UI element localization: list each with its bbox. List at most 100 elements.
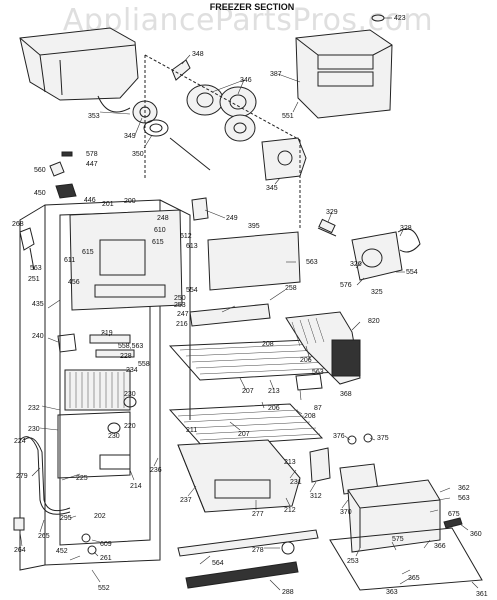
label-265[interactable]: 265 xyxy=(38,533,50,540)
label-216[interactable]: 216 xyxy=(176,321,188,328)
wire-harness-376[interactable] xyxy=(347,433,373,445)
label-348[interactable]: 348 xyxy=(192,51,204,58)
label-615-lower[interactable]: 615 xyxy=(82,249,94,256)
label-206-upper[interactable]: 206 xyxy=(300,357,312,364)
ice-bin-bracket-368[interactable] xyxy=(295,373,323,391)
label-201[interactable]: 201 xyxy=(102,201,114,208)
control-housing-361[interactable] xyxy=(329,479,483,591)
control-box-345[interactable] xyxy=(261,137,307,181)
slide-rail-288[interactable] xyxy=(177,529,319,589)
label-200[interactable]: 200 xyxy=(124,198,136,205)
plug-423[interactable] xyxy=(371,14,385,22)
heater-wire-258[interactable] xyxy=(189,303,271,327)
label-277[interactable]: 277 xyxy=(252,511,264,518)
label-365[interactable]: 365 xyxy=(408,575,420,582)
label-208-upper[interactable]: 208 xyxy=(262,341,274,348)
label-610[interactable]: 610 xyxy=(154,227,166,234)
label-219[interactable]: 219 xyxy=(101,330,113,337)
label-264[interactable]: 264 xyxy=(14,547,26,554)
water-valve-329[interactable] xyxy=(317,218,337,237)
label-253-upper[interactable]: 253 xyxy=(174,302,186,309)
label-370[interactable]: 370 xyxy=(340,509,352,516)
label-212[interactable]: 212 xyxy=(284,507,296,514)
label-207-upper[interactable]: 207 xyxy=(242,388,254,395)
drain-fitting-609[interactable] xyxy=(81,533,97,555)
label-376[interactable]: 376 xyxy=(333,433,345,440)
defrost-heater-box[interactable] xyxy=(64,369,131,411)
label-247[interactable]: 247 xyxy=(177,311,189,318)
tube-264[interactable] xyxy=(13,517,25,531)
label-250[interactable]: 250 xyxy=(174,295,186,302)
label-612[interactable]: 612 xyxy=(180,233,192,240)
label-611[interactable]: 611 xyxy=(64,257,75,264)
label-560[interactable]: 560 xyxy=(34,167,46,174)
label-576[interactable]: 576 xyxy=(340,282,352,289)
label-251[interactable]: 251 xyxy=(28,276,40,283)
label-279[interactable]: 279 xyxy=(16,473,28,480)
label-578[interactable]: 578 xyxy=(86,151,98,158)
label-362[interactable]: 362 xyxy=(458,485,470,492)
label-563-housing[interactable]: 563 xyxy=(458,495,470,502)
label-346[interactable]: 346 xyxy=(240,77,252,84)
label-231[interactable]: 231 xyxy=(290,479,302,486)
label-435[interactable]: 435 xyxy=(32,301,44,308)
label-447[interactable]: 447 xyxy=(86,161,98,168)
label-225[interactable]: 225 xyxy=(76,475,88,482)
drain-pan-219[interactable] xyxy=(89,334,135,358)
label-328[interactable]: 328 xyxy=(400,225,412,232)
screw-578[interactable] xyxy=(61,151,73,157)
ice-bucket[interactable] xyxy=(19,27,139,113)
label-450[interactable]: 450 xyxy=(34,190,46,197)
label-395[interactable]: 395 xyxy=(248,223,260,230)
fan-shroud-346[interactable] xyxy=(186,84,257,142)
label-368[interactable]: 368 xyxy=(340,391,352,398)
label-366[interactable]: 366 xyxy=(434,543,446,550)
icemaker-820[interactable] xyxy=(285,311,361,385)
label-258[interactable]: 258 xyxy=(285,285,297,292)
label-360[interactable]: 360 xyxy=(470,531,482,538)
label-325[interactable]: 325 xyxy=(371,289,383,296)
label-213-lower[interactable]: 213 xyxy=(284,459,296,466)
label-240[interactable]: 240 xyxy=(32,333,44,340)
label-456[interactable]: 456 xyxy=(68,279,80,286)
label-278[interactable]: 278 xyxy=(252,547,264,554)
label-288[interactable]: 288 xyxy=(282,589,294,596)
label-248[interactable]: 248 xyxy=(157,215,169,222)
label-615-upper[interactable]: 615 xyxy=(152,239,164,246)
label-326[interactable]: 326 xyxy=(350,261,362,268)
drain-heater-230[interactable] xyxy=(107,396,137,434)
clip-560[interactable] xyxy=(49,161,65,177)
ice-maker-wire-268[interactable] xyxy=(19,227,35,271)
label-236[interactable]: 236 xyxy=(150,467,162,474)
screw-360[interactable] xyxy=(443,517,463,529)
label-207-lower[interactable]: 207 xyxy=(238,431,250,438)
thermostat-240[interactable] xyxy=(57,333,77,353)
label-214[interactable]: 214 xyxy=(130,483,142,490)
label-213-upper[interactable]: 213 xyxy=(268,388,280,395)
roller-278[interactable] xyxy=(281,541,295,555)
label-237[interactable]: 237 xyxy=(180,497,192,504)
label-329[interactable]: 329 xyxy=(326,209,338,216)
label-361[interactable]: 361 xyxy=(476,591,488,598)
label-232[interactable]: 232 xyxy=(28,405,40,412)
bracket-348[interactable] xyxy=(171,59,191,81)
label-253-lower[interactable]: 253 xyxy=(347,558,359,565)
label-312[interactable]: 312 xyxy=(310,493,322,500)
label-353[interactable]: 353 xyxy=(88,113,100,120)
label-234[interactable]: 234 xyxy=(126,367,138,374)
air-duct-387[interactable] xyxy=(295,29,393,119)
label-820[interactable]: 820 xyxy=(368,318,380,325)
defrost-heater-bracket-395[interactable] xyxy=(207,231,301,291)
label-554-right[interactable]: 554 xyxy=(406,269,418,276)
label-261[interactable]: 261 xyxy=(100,555,112,562)
ice-ejector-328[interactable] xyxy=(397,228,421,253)
label-268[interactable]: 268 xyxy=(12,221,24,228)
label-387[interactable]: 387 xyxy=(270,71,282,78)
side-panel-232[interactable] xyxy=(57,411,131,479)
label-558[interactable]: 558 xyxy=(138,361,150,368)
label-675[interactable]: 675 xyxy=(448,511,460,518)
label-554-center[interactable]: 554 xyxy=(186,287,198,294)
label-552[interactable]: 552 xyxy=(98,585,110,592)
label-363[interactable]: 363 xyxy=(386,589,398,596)
fan-motor[interactable] xyxy=(143,119,211,171)
